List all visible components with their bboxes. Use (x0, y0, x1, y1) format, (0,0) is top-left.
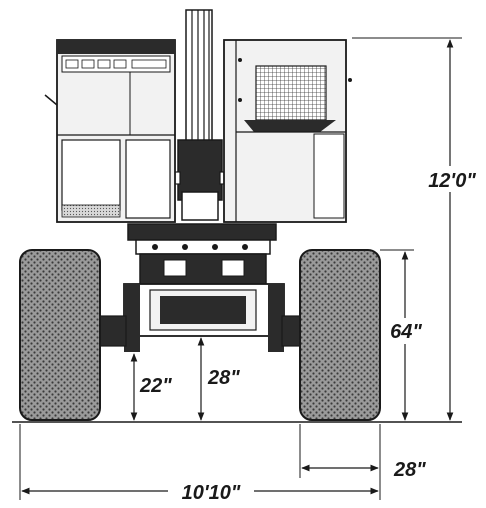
tire-width-label: 28" (393, 459, 426, 481)
right-tire (299, 249, 381, 421)
axle-clearance-label: 28" (207, 367, 240, 389)
dimension-overall-height: 12'0" (352, 37, 482, 421)
engine-housing (223, 39, 352, 223)
dimension-tire-height: 64" (380, 249, 428, 421)
dimension-tire-clearance: 22" (130, 353, 172, 421)
left-tire (19, 249, 101, 421)
overall-width-label: 10'10" (182, 482, 241, 504)
operator-cab (44, 39, 176, 223)
tire-height-label: 64" (390, 321, 422, 343)
dimension-axle-clearance: 28" (197, 337, 240, 421)
dimension-overall-width: 10'10" (19, 424, 379, 504)
boom-arm (167, 9, 233, 221)
overall-height-label: 12'0" (428, 170, 476, 192)
dimension-tire-width: 28" (299, 424, 426, 500)
turntable (127, 223, 277, 255)
tire-clearance-label: 22" (139, 375, 172, 397)
undercarriage-axle (99, 253, 305, 352)
